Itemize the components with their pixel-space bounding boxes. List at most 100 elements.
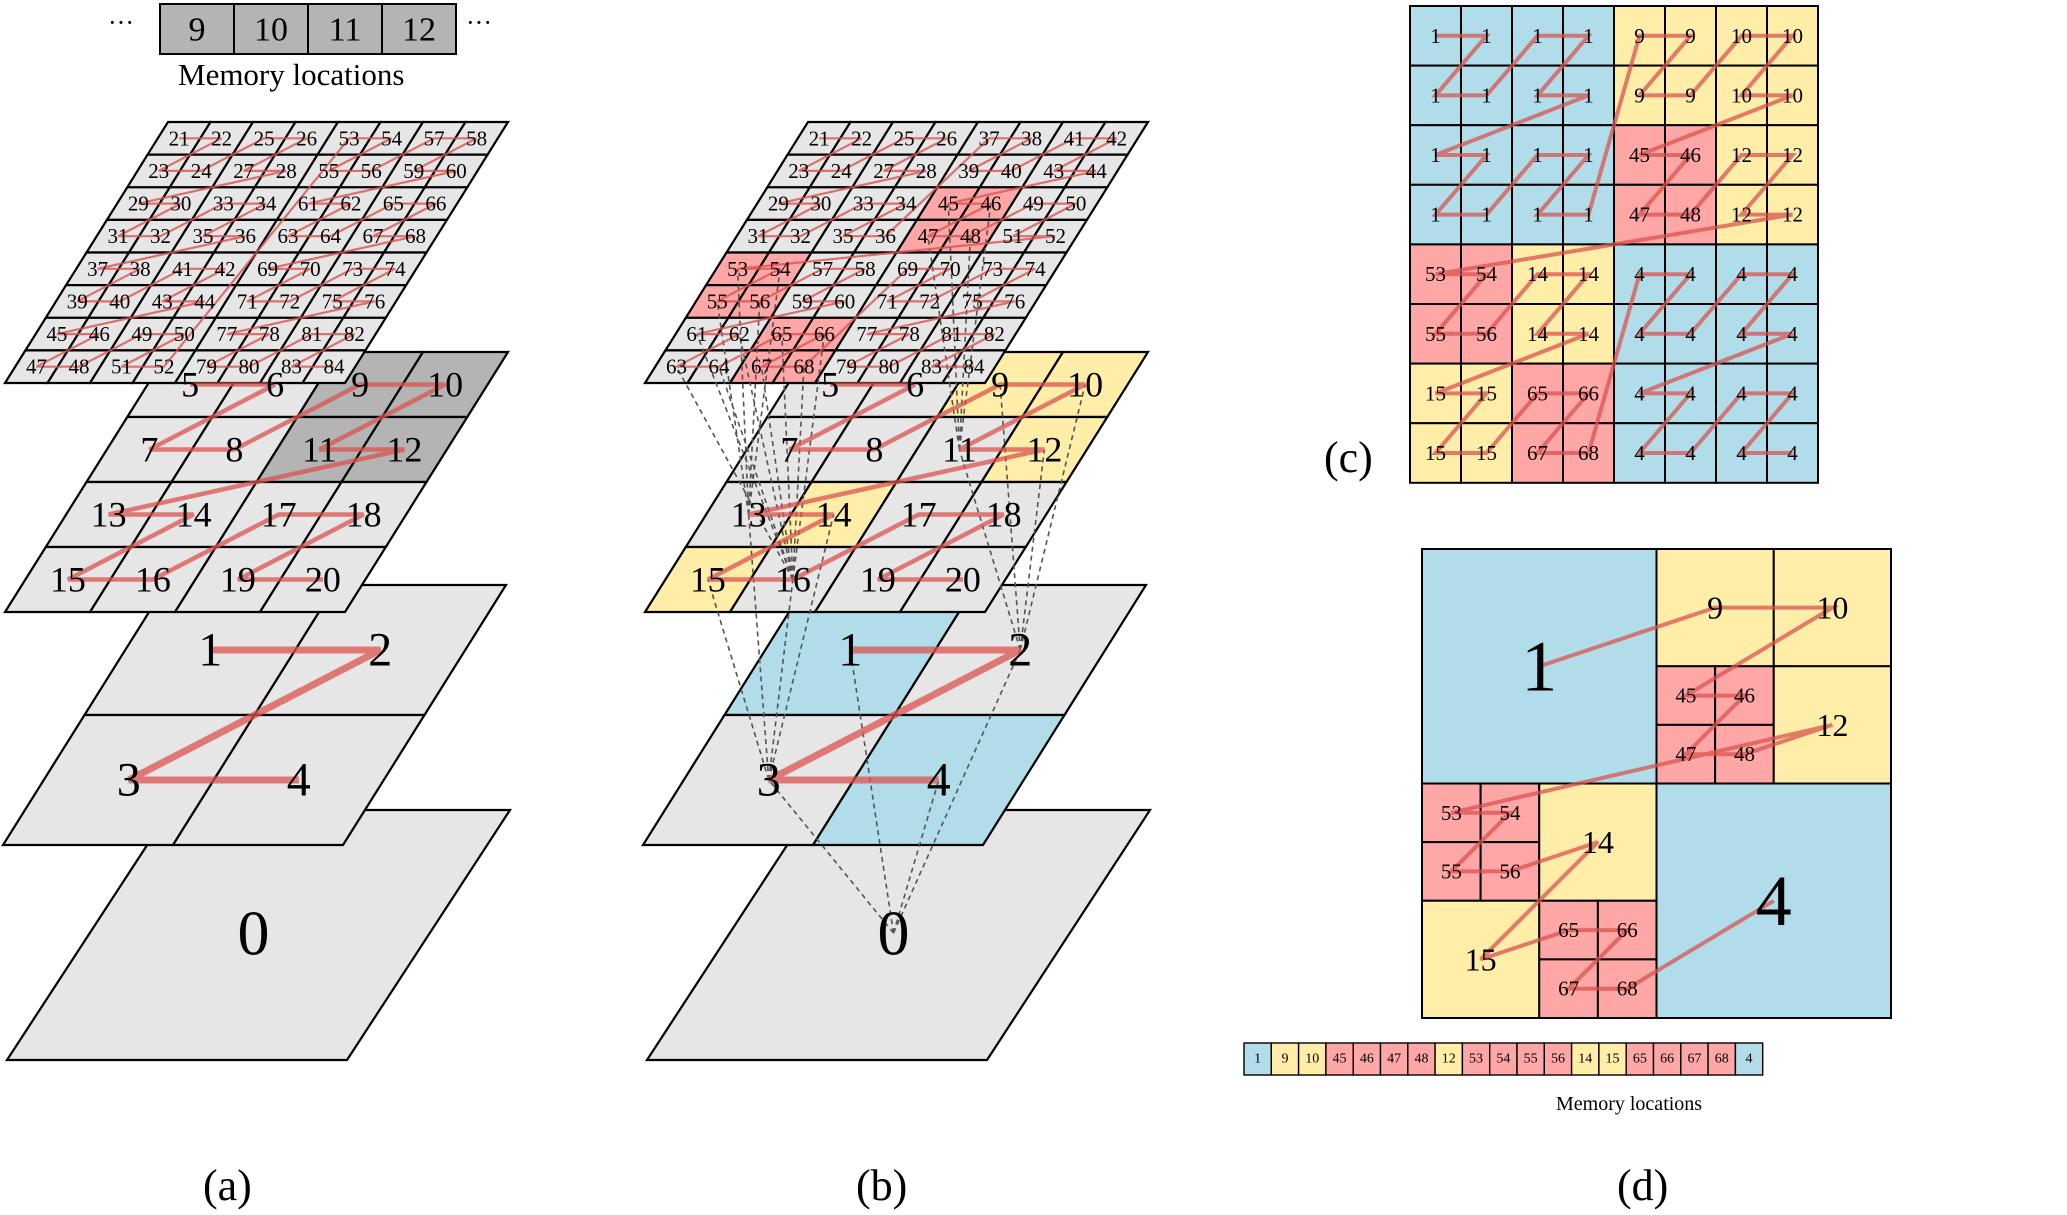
memory-locations-caption-a: Memory locations (178, 57, 405, 92)
grid-cell-label-10: 10 (1731, 24, 1752, 48)
cell-label-24: 24 (191, 159, 213, 183)
cell-label-35: 35 (832, 224, 853, 248)
cell-label-41: 41 (1064, 126, 1085, 150)
cell-label-22: 22 (211, 126, 232, 150)
grid-cell-label-1: 1 (1430, 24, 1441, 48)
cell-label-38: 38 (1021, 126, 1042, 150)
grid-cell-label-55: 55 (1425, 322, 1446, 346)
adaptive-cell-label-67: 67 (1558, 977, 1579, 1001)
cell-label-52: 52 (153, 355, 174, 379)
cell-label-83: 83 (921, 355, 942, 379)
connector-line (958, 449, 1022, 651)
cell-label-16: 16 (135, 560, 171, 600)
memory-cell-label-12: 12 (402, 12, 436, 49)
grid-cell-label-4: 4 (1634, 262, 1645, 286)
grid-cell-label-9: 9 (1685, 83, 1696, 107)
grid-cell-label-1: 1 (1583, 203, 1594, 227)
z-curve-level3 (675, 137, 1118, 368)
grid-cell-label-1: 1 (1430, 203, 1441, 227)
grid-cell-label-4: 4 (1634, 381, 1645, 405)
memory-cell-label-9: 9 (189, 12, 206, 49)
cell-label-76: 76 (1004, 289, 1025, 313)
grid-cell-label-14: 14 (1578, 262, 1600, 286)
memory-cell-label-14: 14 (1578, 1052, 1592, 1067)
level0-plane (4, 808, 513, 1062)
panel-label-c: (c) (1324, 433, 1373, 482)
cell-label-60: 60 (834, 289, 855, 313)
grid-cell-label-15: 15 (1425, 441, 1446, 465)
grid-cell-label-1: 1 (1532, 83, 1543, 107)
grid-cell-label-4: 4 (1736, 262, 1747, 286)
cell-label-1: 1 (838, 624, 862, 677)
cell-label-12: 12 (1026, 430, 1062, 470)
memory-cell (1543, 1042, 1573, 1076)
cell-label-80: 80 (878, 355, 899, 379)
cell-label-15: 15 (690, 560, 726, 600)
cell-label-67: 67 (362, 224, 383, 248)
level0-plane (644, 808, 1153, 1062)
cell-label-6: 6 (906, 365, 924, 405)
cell-label-44: 44 (1086, 159, 1108, 183)
cell-label-50: 50 (1065, 192, 1086, 216)
cell-label-19: 19 (860, 560, 896, 600)
cell-label-34: 34 (255, 192, 277, 216)
cell-label-62: 62 (729, 322, 750, 346)
cell-label-27: 27 (873, 159, 894, 183)
cell-label-78: 78 (899, 322, 920, 346)
grid-cell-label-46: 46 (1680, 143, 1701, 167)
cell-label-3: 3 (117, 754, 141, 807)
cell-label-68: 68 (405, 224, 426, 248)
cell-label-45: 45 (938, 192, 959, 216)
cell-label-65: 65 (771, 322, 792, 346)
memory-cell-label-68: 68 (1715, 1052, 1729, 1067)
cell-label-16: 16 (775, 560, 811, 600)
adaptive-cell-label-48: 48 (1734, 742, 1755, 766)
memory-cell-label-54: 54 (1496, 1052, 1510, 1067)
cell-label-45: 45 (46, 322, 67, 346)
cell-label-57: 57 (812, 257, 833, 281)
cell-label-75: 75 (322, 289, 343, 313)
memory-cell-label-15: 15 (1606, 1052, 1620, 1067)
cell-label-51: 51 (1002, 224, 1023, 248)
cell-label-36: 36 (235, 224, 256, 248)
memory-cell (1652, 1042, 1682, 1076)
cell-label-5: 5 (821, 365, 839, 405)
memory-cell (1680, 1042, 1709, 1076)
cell-label-64: 64 (708, 355, 730, 379)
cell-label-37: 37 (87, 257, 108, 281)
connector-line (738, 333, 794, 580)
cell-label-68: 68 (793, 355, 814, 379)
cell-label-72: 72 (919, 289, 940, 313)
cell-label-47: 47 (917, 224, 938, 248)
z-curve-level1 (127, 646, 382, 784)
adaptive-cell-label-15: 15 (1465, 941, 1497, 977)
cell-label-43: 43 (152, 289, 173, 313)
memory-cell-label-12: 12 (1442, 1052, 1456, 1067)
grid-cell-label-4: 4 (1787, 262, 1798, 286)
memory-cell-label-55: 55 (1524, 1052, 1538, 1067)
grid-cell-label-68: 68 (1578, 441, 1599, 465)
grid-cell-label-1: 1 (1430, 143, 1441, 167)
adaptive-cell-label-66: 66 (1617, 918, 1638, 942)
cell-label-59: 59 (792, 289, 813, 313)
grid-cell-label-4: 4 (1787, 322, 1798, 346)
cell-label-4: 4 (287, 754, 311, 807)
cell-label-55: 55 (318, 159, 339, 183)
memory-cell-label-48: 48 (1414, 1052, 1428, 1067)
cell-label-11: 11 (942, 430, 977, 470)
cell-label-65: 65 (383, 192, 404, 216)
grid-cell-label-4: 4 (1787, 381, 1798, 405)
cell-label-41: 41 (172, 257, 193, 281)
cell-label-64: 64 (320, 224, 342, 248)
cell-label-23: 23 (148, 159, 169, 183)
adaptive-cell-label-10: 10 (1816, 590, 1848, 626)
cell-label-71: 71 (877, 289, 898, 313)
cell-label-61: 61 (298, 192, 319, 216)
cell-label-69: 69 (257, 257, 278, 281)
grid-cell-label-1: 1 (1583, 143, 1594, 167)
